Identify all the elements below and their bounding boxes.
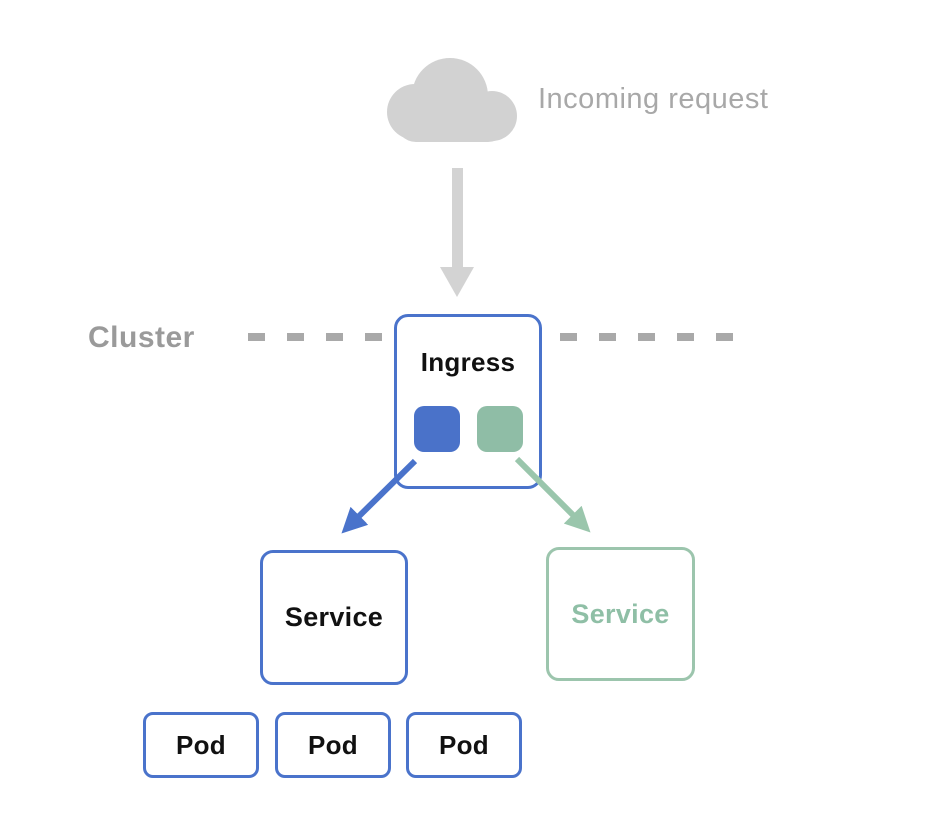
pod-node: Pod: [143, 712, 259, 778]
green-backend-chip: [476, 406, 523, 452]
service-node-blue: Service: [260, 550, 408, 685]
ingress-node: Ingress: [394, 314, 542, 489]
ingress-backend-chips: [413, 406, 523, 452]
service-blue-label: Service: [284, 602, 384, 632]
pod-node: Pod: [275, 712, 391, 778]
incoming-request-label: Incoming request: [538, 83, 769, 115]
pod-label: Pod: [438, 729, 489, 760]
service-green-label: Service: [571, 598, 670, 629]
cluster-label: Cluster: [88, 321, 195, 354]
pod-node: Pod: [406, 712, 522, 778]
pod-label: Pod: [175, 729, 226, 760]
ingress-label: Ingress: [420, 347, 516, 377]
cloud-icon: [387, 58, 517, 142]
blue-backend-chip: [413, 406, 460, 452]
service-node-green: Service: [546, 547, 695, 681]
gray-down-arrow-icon: [440, 168, 474, 297]
pod-label: Pod: [307, 729, 358, 760]
